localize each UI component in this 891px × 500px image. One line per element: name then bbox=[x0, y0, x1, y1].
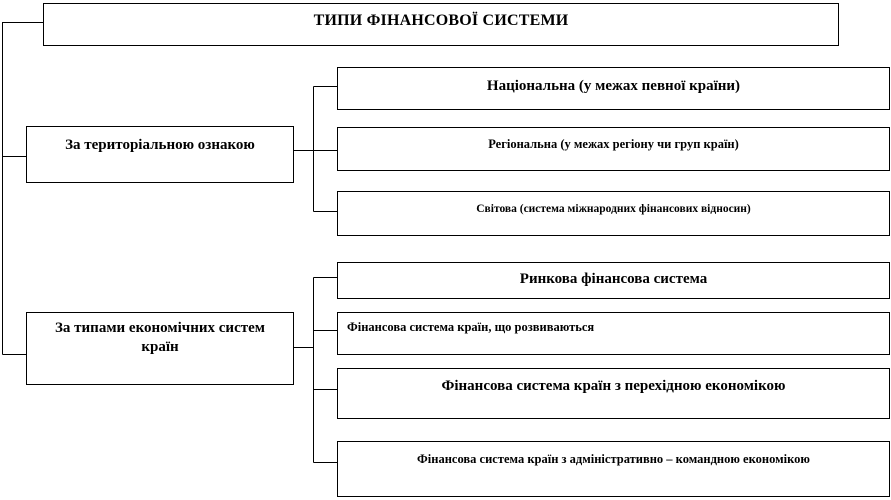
item-national-box: Національна (у межах певної країни) bbox=[337, 67, 890, 110]
diagram-title: ТИПИ ФІНАНСОВОЇ СИСТЕМИ bbox=[313, 12, 569, 29]
diagram-title-box: ТИПИ ФІНАНСОВОЇ СИСТЕМИ bbox=[43, 3, 839, 46]
item-market-box: Ринкова фінансова система bbox=[337, 262, 890, 299]
category-economic-box: За типами економічних систем країн bbox=[26, 312, 294, 385]
item-transition-box: Фінансова система країн з перехідною еко… bbox=[337, 368, 890, 419]
item-transition-label: Фінансова система країн з перехідною еко… bbox=[441, 378, 786, 394]
category-territorial-box: За територіальною ознакою bbox=[26, 126, 294, 183]
item-regional-label: Регіональна (у межах регіону чи груп кра… bbox=[488, 137, 739, 151]
category-economic-label: За типами економічних систем країн bbox=[55, 320, 265, 355]
item-command-box: Фінансова система країн з адміністративн… bbox=[337, 441, 890, 497]
item-global-box: Світова (система міжнародних фінансових … bbox=[337, 191, 890, 236]
category-territorial-label: За територіальною ознакою bbox=[65, 137, 255, 153]
item-developing-label: Фінансова система країн, що розвиваються bbox=[347, 320, 595, 334]
item-national-label: Національна (у межах певної країни) bbox=[486, 78, 741, 94]
item-regional-box: Регіональна (у межах регіону чи груп кра… bbox=[337, 127, 890, 171]
item-market-label: Ринкова фінансова система bbox=[519, 271, 708, 287]
item-command-label: Фінансова система країн з адміністративн… bbox=[417, 452, 810, 466]
item-developing-box: Фінансова система країн, що розвиваються bbox=[337, 312, 890, 355]
item-global-label: Світова (система міжнародних фінансових … bbox=[476, 203, 751, 215]
connector-title-spine bbox=[2, 22, 45, 355]
